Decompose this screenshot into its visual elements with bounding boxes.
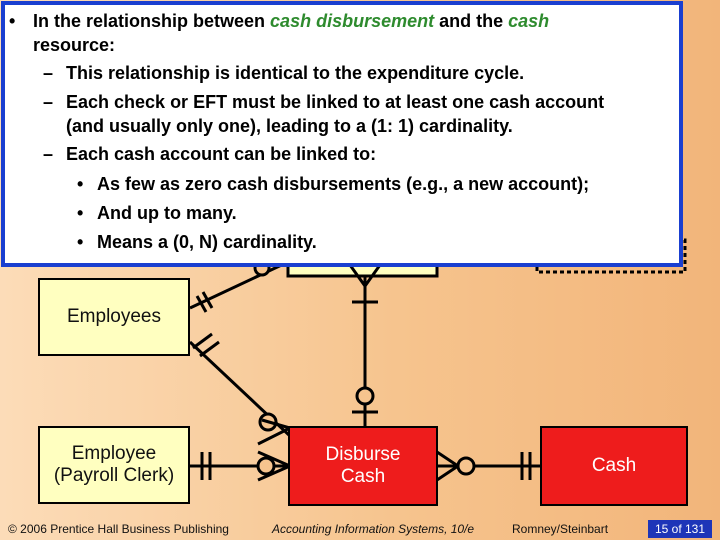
dash-marker-1: – xyxy=(43,63,54,83)
subbullet-1: This relationship is identical to the ex… xyxy=(66,63,525,83)
bullet-1-emphasis-1: cash disbursement xyxy=(270,11,435,31)
employees-upper-link xyxy=(189,260,289,310)
explanation-textbox: • In the relationship between cash disbu… xyxy=(1,1,683,267)
crowsfoot-upper xyxy=(343,257,387,289)
bullet-1: In the relationship between cash disburs… xyxy=(33,10,549,32)
double-tick-cash xyxy=(520,452,532,480)
entity-cash-label: Cash xyxy=(591,455,637,476)
employees-crowsfoot-marks xyxy=(195,291,214,313)
footer-authors: Romney/Steinbart xyxy=(512,522,609,536)
footer-copyright: © 2006 Prentice Hall Business Publishing xyxy=(8,522,229,536)
entity-payroll-clerk-line1: Employee xyxy=(71,443,157,464)
page-number: 15 of 131 xyxy=(648,520,712,538)
entity-payroll-clerk-line2: (Payroll Clerk) xyxy=(53,465,175,486)
entity-disburse-cash: Disburse Cash xyxy=(288,426,438,506)
entity-payroll-clerk: Employee (Payroll Clerk) xyxy=(38,426,190,504)
entity-disburse-cash-line2: Cash xyxy=(340,466,386,487)
bullet-marker-t1: • xyxy=(77,174,84,194)
dash-marker-2: – xyxy=(43,92,54,112)
optional-circle-disburse xyxy=(456,456,476,476)
footer-book-title: Accounting Information Systems, 10/e xyxy=(272,522,475,536)
entity-disburse-cash-line1: Disburse xyxy=(325,444,401,465)
subbullet-2-line1: Each check or EFT must be linked to at l… xyxy=(66,92,605,112)
entity-employees-label: Employees xyxy=(67,306,161,327)
double-tick-clerk xyxy=(200,452,212,480)
bullet-marker-t3: • xyxy=(77,232,84,252)
optional-circle-mid xyxy=(355,386,375,406)
entity-cash: Cash xyxy=(540,426,688,506)
double-tick-employees xyxy=(192,332,220,358)
tertiary-bullet-2: And up to many. xyxy=(97,203,237,223)
bullet-1-emphasis-2: cash xyxy=(508,11,550,31)
bullet-1-line2: resource: xyxy=(33,35,116,55)
bullet-1-pre: In the relationship between xyxy=(33,11,271,31)
tertiary-bullet-3: Means a (0, N) cardinality. xyxy=(97,232,317,252)
bullet-marker-1: • xyxy=(9,11,16,31)
optional-circle-clerk xyxy=(256,456,276,476)
subbullet-2-line2: (and usually only one), leading to a (1:… xyxy=(66,116,513,136)
entity-employees: Employees xyxy=(38,278,190,356)
subbullet-3: Each cash account can be linked to: xyxy=(66,144,377,164)
dash-marker-3: – xyxy=(43,144,54,164)
tertiary-bullet-1: As few as zero cash disbursements (e.g.,… xyxy=(97,174,590,194)
bullet-marker-t2: • xyxy=(77,203,84,223)
bullet-1-mid: and the xyxy=(434,11,509,31)
